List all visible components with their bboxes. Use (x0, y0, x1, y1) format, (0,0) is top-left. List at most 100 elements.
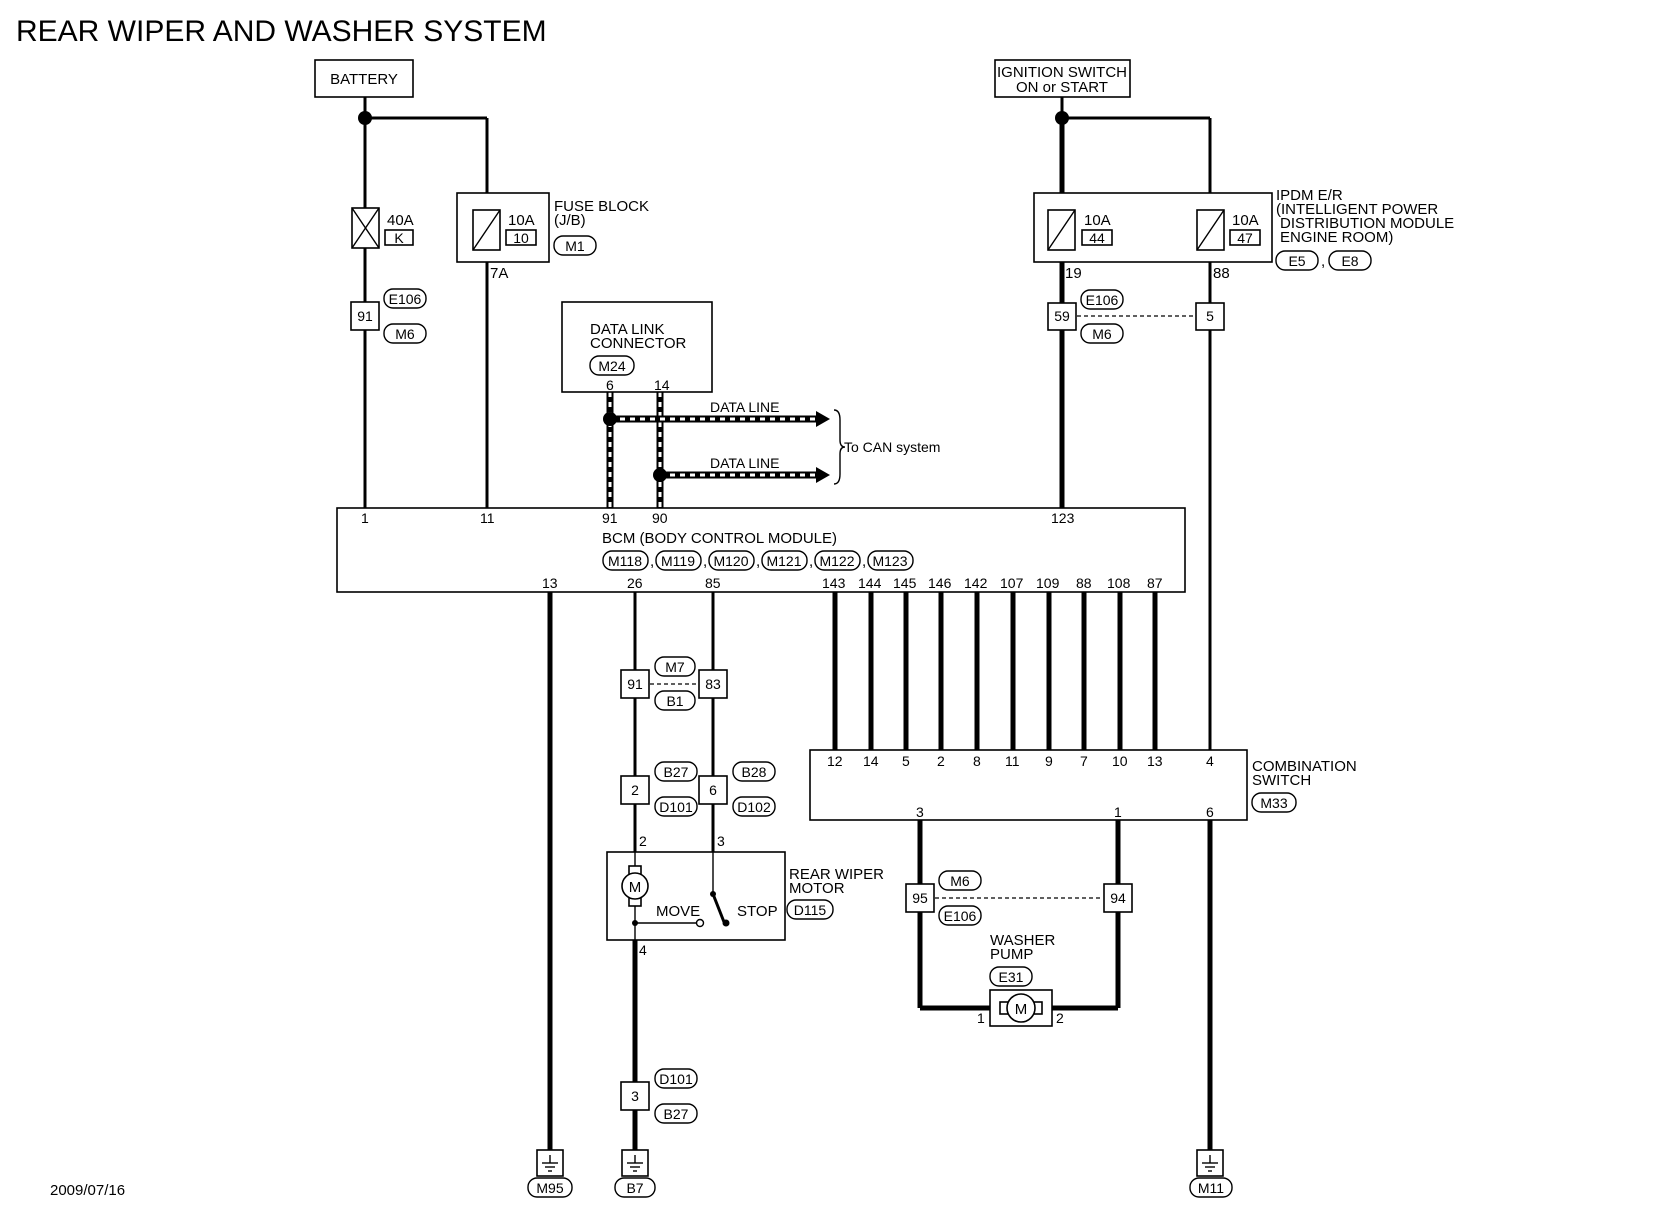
comb-pin-5: 5 (902, 753, 910, 769)
fuse-block-title2: (J/B) (554, 212, 586, 229)
fuse-block-pin: 7A (490, 265, 508, 282)
comb-pin-12: 12 (827, 753, 843, 769)
bcm-pin-142: 142 (964, 575, 988, 591)
dlc-pin14: 14 (654, 377, 670, 393)
svg-text:,: , (862, 553, 866, 570)
combination-switch: 12 14 5 2 8 11 9 7 10 13 4 3 1 6 COMBINA… (809, 749, 1357, 821)
comb-pin-13: 13 (1147, 753, 1163, 769)
battery: BATTERY (314, 59, 414, 98)
comb-connector: M33 (1260, 795, 1287, 811)
svg-text:,: , (650, 553, 654, 570)
junction-3: 3 D101 B27 (620, 1068, 698, 1124)
ipdm-fuse1-rating: 10A (1084, 212, 1111, 229)
bcm-connector-m119: M119 (661, 553, 695, 569)
fusible-link-40a: 40A K (351, 207, 414, 249)
junction-59-top: E106 (1086, 292, 1119, 308)
comb-title1: COMBINATION (1252, 758, 1357, 775)
wiper-motor-pin2: 2 (639, 833, 647, 849)
junction-94-pin: 94 (1110, 890, 1126, 906)
junction-dot (653, 468, 667, 482)
svg-text:,: , (809, 553, 813, 570)
fuse-40a-rating: 40A (387, 212, 414, 229)
bcm-pin-143: 143 (822, 575, 846, 591)
junction-91: 91 E106 M6 (350, 288, 427, 344)
fuse-block-id: 10 (513, 230, 529, 246)
junction-91-top: E106 (389, 291, 422, 307)
data-link-connector: DATA LINK CONNECTOR M24 6 14 (561, 301, 713, 393)
washer-pump: WASHER PUMP E31 M 1 2 (977, 932, 1064, 1027)
junction-b27: B27 (664, 764, 689, 780)
bcm-pin-108: 108 (1107, 575, 1131, 591)
fuse-block-rating: 10A (508, 212, 535, 229)
bcm-pin-109: 109 (1036, 575, 1060, 591)
comb-pin-6: 6 (1206, 804, 1214, 820)
bcm-pin-87: 87 (1147, 575, 1163, 591)
bcm-title: BCM (BODY CONTROL MODULE) (602, 530, 837, 547)
ipdm-conn1: E5 (1288, 253, 1305, 269)
ipdm-er: 10A 44 10A 47 19 88 IPDM E/R (INTELLIGEN… (1033, 187, 1454, 282)
bcm-connector-m123: M123 (872, 553, 907, 569)
junction-m7: M7 (665, 659, 685, 675)
junction-59-pin: 59 (1054, 308, 1070, 324)
junction-95-bot: E106 (944, 908, 977, 924)
wiper-motor-m: M (629, 879, 642, 896)
bcm-pin-90: 90 (652, 510, 668, 526)
ipdm-fuse2-rating: 10A (1232, 212, 1259, 229)
washer-pump-m: M (1015, 1001, 1028, 1018)
bcm-connector-m120: M120 (713, 553, 748, 569)
junction-59-5: 59 5 E106 M6 (1047, 289, 1225, 344)
bcm-pin-146: 146 (928, 575, 952, 591)
junction-b28: B28 (742, 764, 767, 780)
wiper-motor-title1: REAR WIPER (789, 866, 884, 883)
junction-91b-pin: 91 (627, 676, 643, 692)
comb-pin-8: 8 (973, 753, 981, 769)
bcm-pin-123: 123 (1051, 510, 1075, 526)
svg-text:,: , (756, 553, 760, 570)
junction-6-pin: 6 (709, 782, 717, 798)
ignition-line1: IGNITION SWITCH (997, 64, 1127, 81)
bcm-pin-85: 85 (705, 575, 721, 591)
fuse-block-title1: FUSE BLOCK (554, 198, 649, 215)
bcm-connector-m118: M118 (608, 553, 642, 569)
junction-3-bot: B27 (664, 1106, 689, 1122)
dlc-connector: M24 (598, 358, 625, 374)
wiper-motor-icon (621, 872, 649, 900)
comb-pin-1: 1 (1114, 804, 1122, 820)
ground-b7: B7 (614, 1149, 656, 1198)
wires (363, 97, 1213, 1150)
comb-pin-10: 10 (1112, 753, 1128, 769)
comb-pin-2: 2 (937, 753, 945, 769)
junction-3-top: D101 (659, 1071, 693, 1087)
fuse-block-connector: M1 (565, 238, 585, 254)
comb-pin-9: 9 (1045, 753, 1053, 769)
ipdm-fuse2-id: 47 (1237, 230, 1253, 246)
wiper-motor-stop: STOP (737, 903, 778, 920)
svg-text:,: , (703, 553, 707, 570)
bcm-connector-m121: M121 (766, 553, 801, 569)
diagram-date: 2009/07/16 (50, 1182, 125, 1199)
fuse-block: 10A 10 7A FUSE BLOCK (J/B) M1 (456, 192, 649, 282)
comb-pin-7: 7 (1080, 753, 1088, 769)
ground-m95-label: M95 (536, 1180, 563, 1196)
wiper-motor-move: MOVE (656, 903, 700, 920)
junction-59-bot: M6 (1092, 326, 1112, 342)
junction-95-94: 95 94 M6 E106 (905, 870, 1133, 926)
bcm-pin-11: 11 (480, 510, 495, 526)
bcm-pin-1: 1 (361, 510, 369, 526)
washer-pump-title1: WASHER (990, 932, 1055, 949)
ipdm-title3: DISTRIBUTION MODULE (1280, 215, 1454, 232)
dlc-title1: DATA LINK (590, 321, 664, 338)
ipdm-pin19: 19 (1065, 265, 1082, 282)
diagram-title: REAR WIPER AND WASHER SYSTEM (16, 15, 547, 48)
data-line-label-1: DATA LINE (710, 399, 780, 415)
ipdm-title1: IPDM E/R (1276, 187, 1343, 204)
wiper-motor-pin3: 3 (717, 833, 725, 849)
junction-91-83: 91 83 M7 B1 (620, 656, 728, 711)
can-bracket (833, 409, 846, 485)
junction-2-pin: 2 (631, 782, 639, 798)
junction-d102: D102 (737, 799, 771, 815)
junction-95-top: M6 (950, 873, 970, 889)
ipdm-title4: ENGINE ROOM) (1280, 229, 1393, 246)
bcm-pin-88: 88 (1076, 575, 1092, 591)
